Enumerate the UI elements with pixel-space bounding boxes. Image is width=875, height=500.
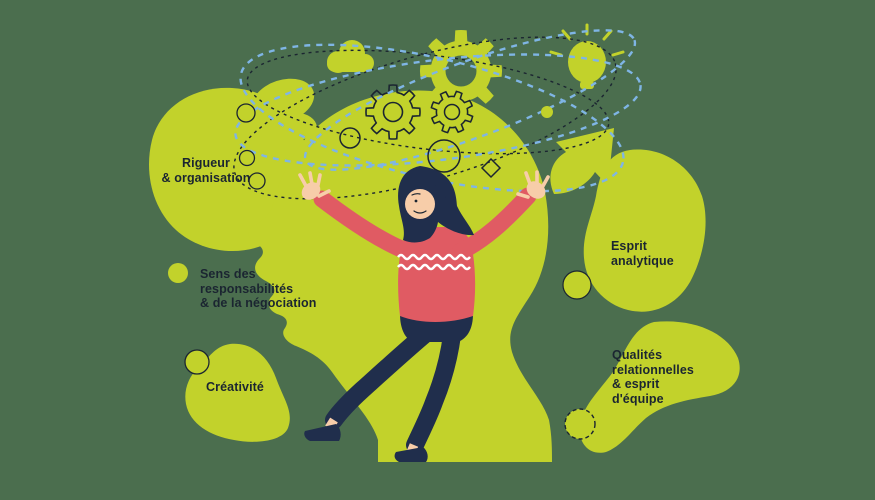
orbit-nodes <box>168 103 596 440</box>
lightbulb-icon <box>549 23 625 89</box>
small-gear-outline-icon <box>424 84 480 140</box>
face-features <box>411 193 427 214</box>
blob-rigueur <box>149 87 309 252</box>
woman-figure <box>298 166 550 462</box>
left-hand <box>298 171 331 200</box>
left-arm <box>313 190 423 263</box>
gear-icon <box>419 29 503 113</box>
face <box>405 189 435 219</box>
hips <box>400 314 473 342</box>
blob-esprit <box>583 149 706 312</box>
sweater-zigzag <box>397 253 471 271</box>
right-leg <box>394 326 461 462</box>
blob-creativite <box>185 343 290 442</box>
arrow-up-right-icon <box>550 128 614 194</box>
gear-outline-icon <box>365 84 421 140</box>
cloud-icon <box>327 40 374 73</box>
right-arm <box>451 187 537 261</box>
blob-qualites <box>579 321 740 453</box>
left-shoe <box>304 424 341 441</box>
hair-fringe <box>404 172 446 198</box>
left-leg <box>304 326 433 441</box>
right-hand <box>516 170 550 199</box>
right-shoe <box>394 447 428 462</box>
